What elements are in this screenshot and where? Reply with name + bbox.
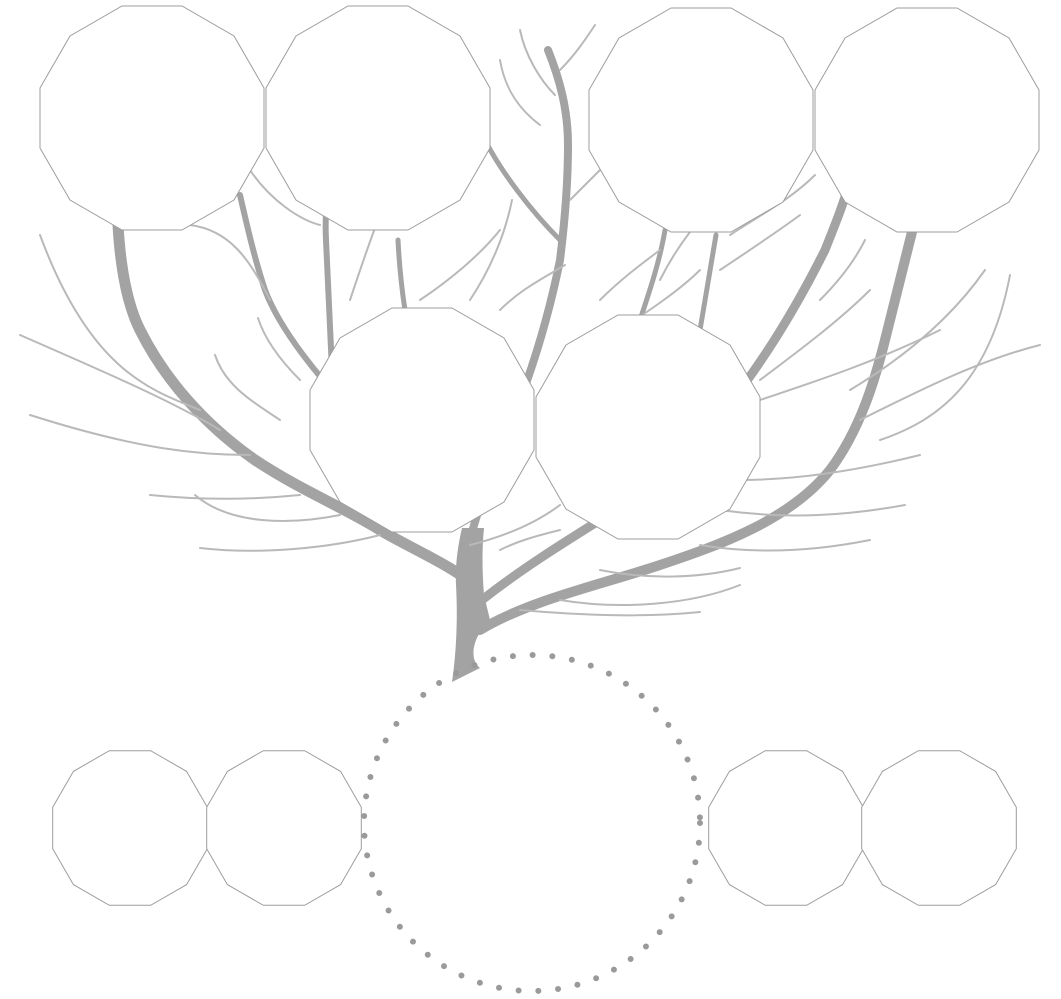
frame-bottom-1[interactable] [53,751,208,906]
frame-top-2[interactable] [266,6,490,230]
tree-twig [150,495,300,499]
frame-mid-2[interactable] [536,315,760,539]
tree-twig [500,60,540,125]
tree-twig [520,610,700,615]
frame-top-1[interactable] [40,6,264,230]
tree-twig [420,230,500,300]
frame-top-3[interactable] [589,8,813,232]
frame-top-4[interactable] [815,8,1039,232]
tree-branch [700,235,716,330]
tree-twig [860,345,1040,420]
tree-twig [720,505,905,515]
tree-branch [485,140,560,240]
tree-twig [20,335,220,430]
tree-twig [560,25,595,70]
tree-trunk [452,528,490,682]
frame-bottom-2[interactable] [207,751,362,906]
frame-mid-1[interactable] [310,308,534,532]
frame-bottom-4[interactable] [862,751,1017,906]
center-frame-dotted-circle[interactable] [364,655,700,991]
tree-twig [200,535,380,551]
tree-twig [215,355,280,420]
tree-branch [640,230,665,320]
tree-twig [470,200,512,300]
tree-twig [258,318,300,380]
frame-bottom-3[interactable] [709,751,864,906]
tree-twig [850,270,985,390]
